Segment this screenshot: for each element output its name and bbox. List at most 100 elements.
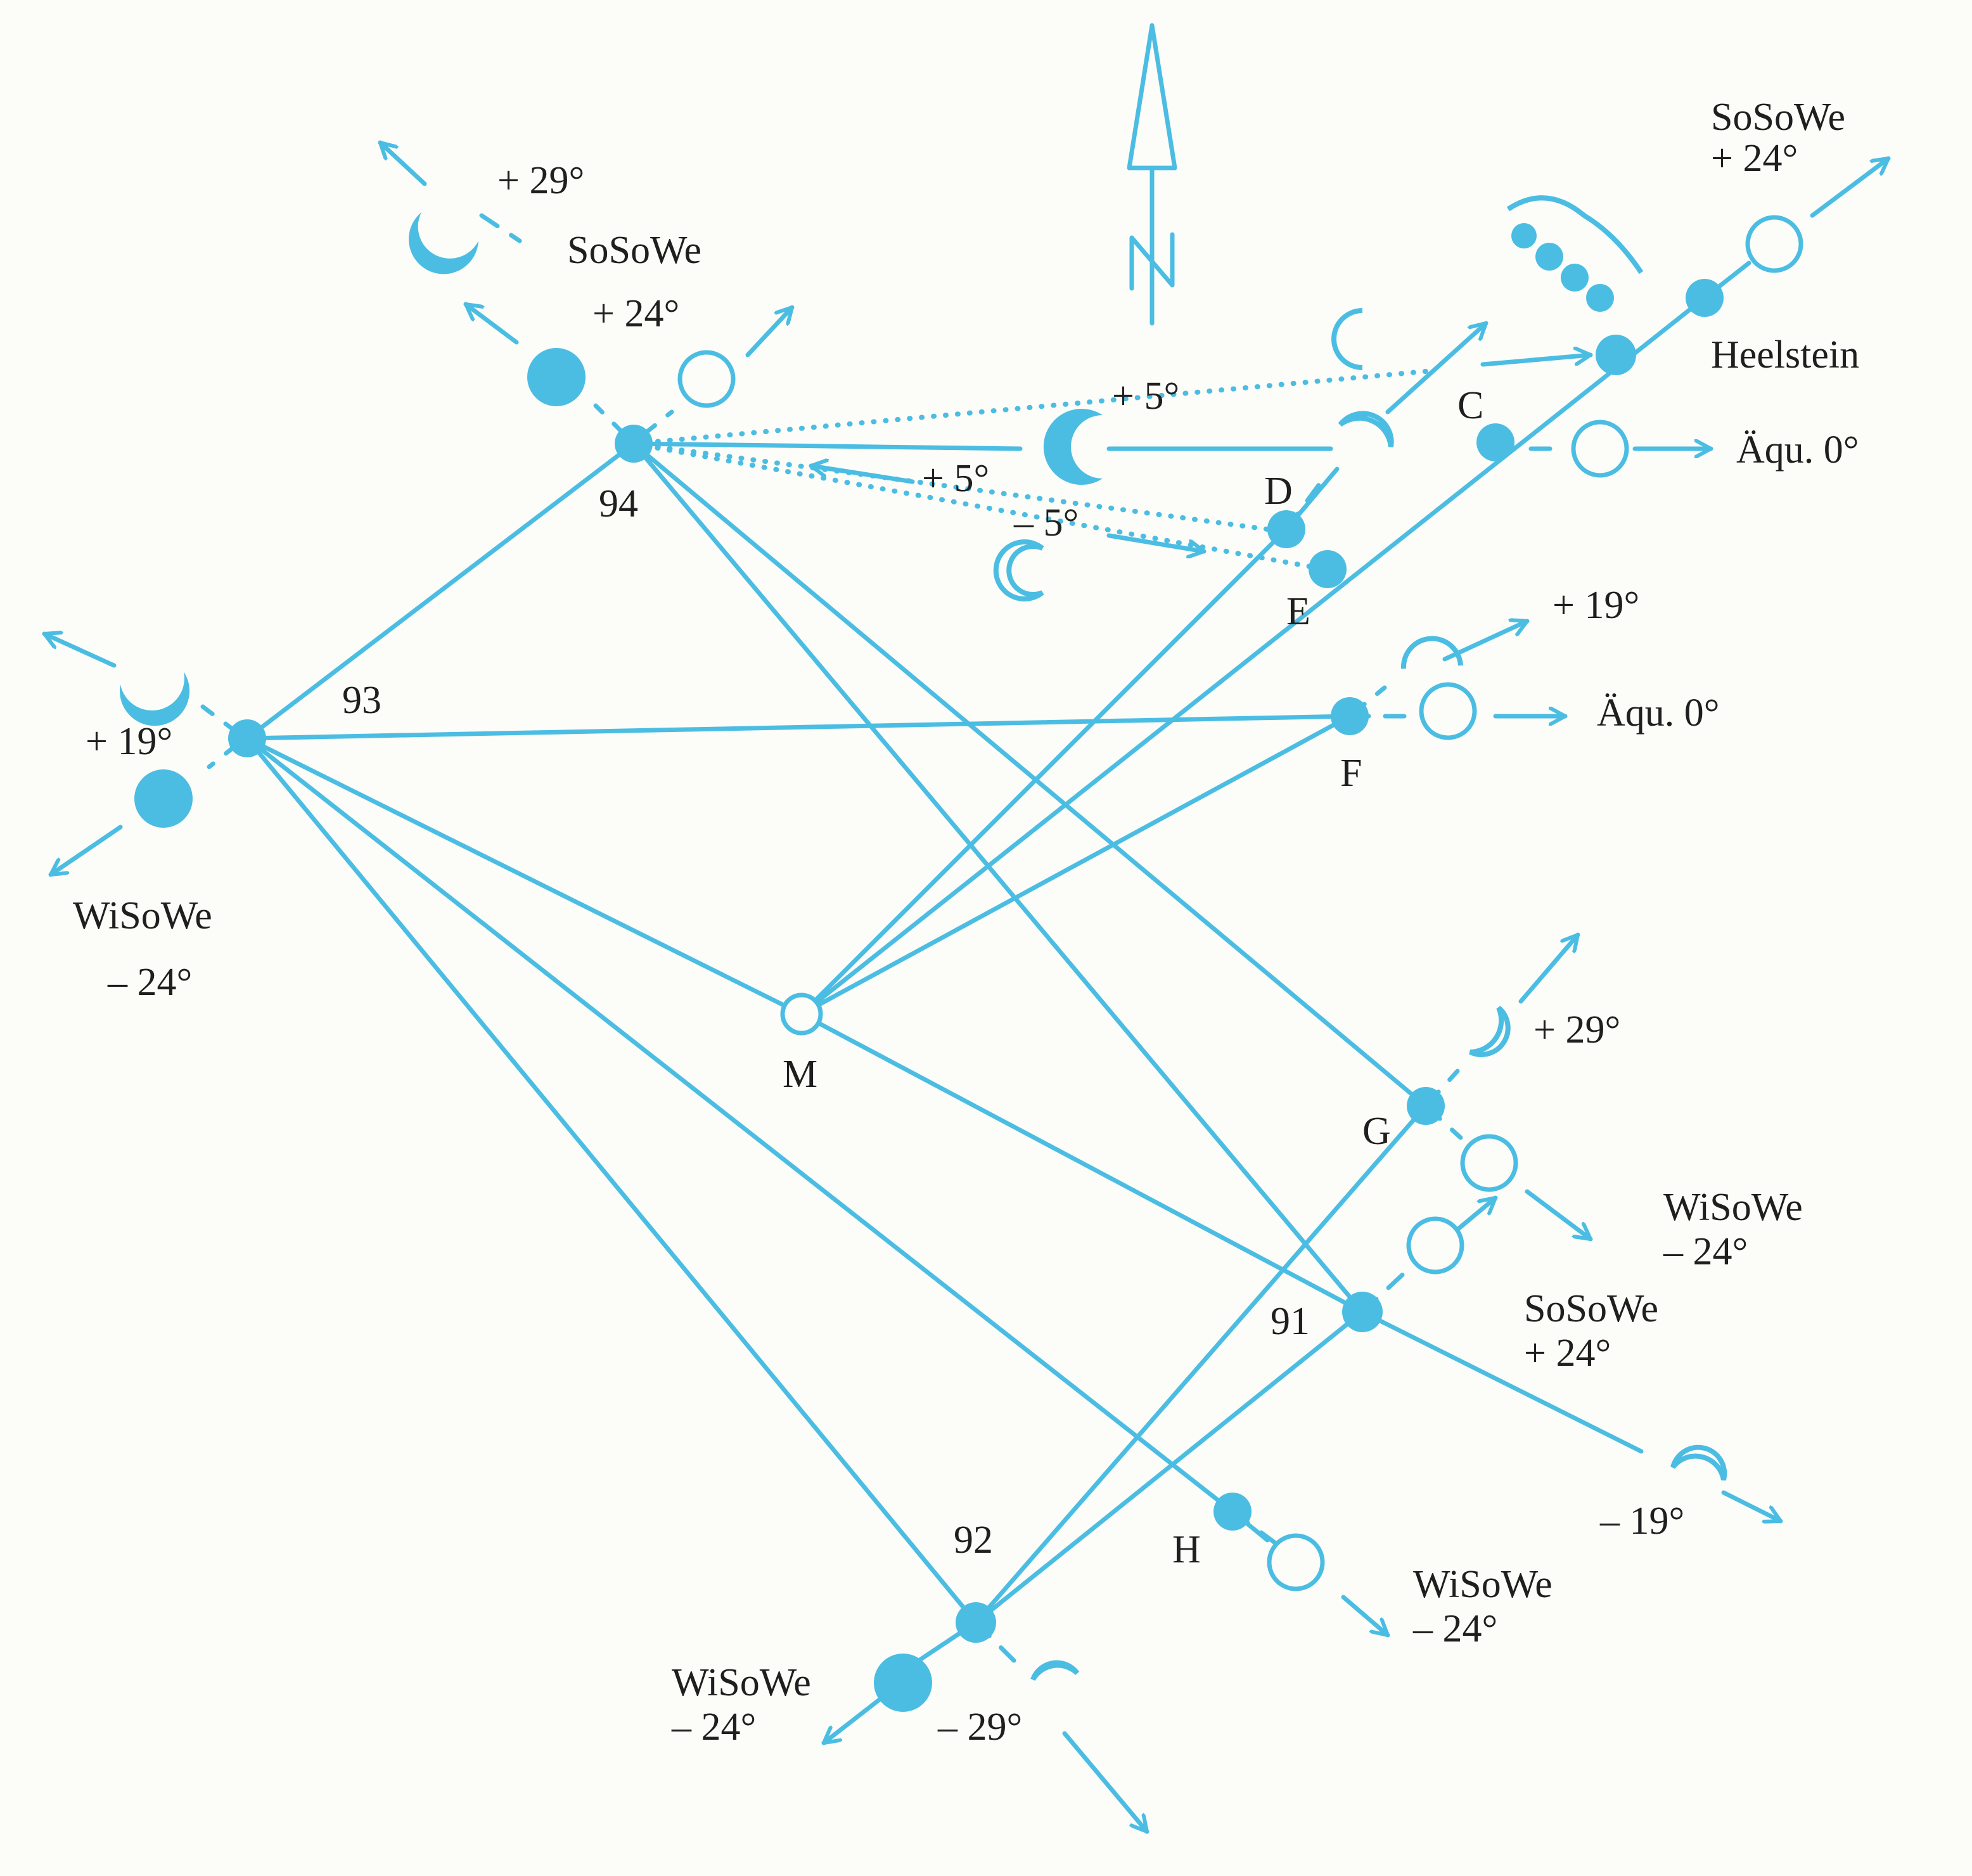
sightline-m-f [799,714,1352,1017]
dotted-94-d [631,441,1270,532]
dotted-upper-deg: + 5° [1112,375,1179,418]
arrow-heelstein-ne [1810,156,1891,218]
sightline-92-91 [973,1309,1365,1625]
arrow-g-moon [1518,932,1580,1004]
arrow-c-marker [1480,355,1593,367]
sightline-m-heelstein [799,295,1707,1017]
labels: 94 93 91 92 M C D E F G H Heelstein SoSo… [73,96,1859,1749]
arrow-91-sun [1455,1195,1498,1232]
station-92-dot [956,1602,996,1643]
wisowe-93-name: WiSoWe [73,894,212,937]
arrow-91-moon [1721,1490,1783,1521]
moon-icon-center [1043,409,1103,485]
sun-circle-g [1460,1134,1518,1192]
arrow-d-ne [1385,321,1489,414]
sosowe-top-right-deg: + 24° [1711,137,1798,180]
station-m-circle [780,993,823,1036]
dotted-lower-deg: – 5° [1013,501,1079,544]
moon-g-deg: + 29° [1533,1008,1620,1051]
sosowe-91-deg: + 24° [1524,1332,1611,1375]
moon-92-deg: – 29° [937,1706,1022,1749]
filled-markers [134,223,1724,1712]
wisowe-93-deg: – 24° [107,961,192,1004]
moon-94-deg: + 29° [497,159,584,202]
arrow-g-sun [1525,1189,1593,1242]
wisowe-g-deg: – 24° [1663,1230,1748,1273]
sightline-91-ext [1360,1309,1644,1454]
station-91-dot [1342,1292,1383,1332]
sun-circle-94 [677,350,736,408]
sosowe-91-name: SoSoWe [1524,1287,1658,1330]
station-92-label: 92 [954,1519,993,1562]
wisowe-h-deg: – 24° [1412,1607,1497,1650]
sosowe-94-name: SoSoWe [567,229,701,272]
sun-circle-equinox-upper [1571,420,1629,478]
marker-e-label: E [1286,590,1310,633]
station-91-label: 91 [1271,1300,1310,1343]
wisowe-g-name: WiSoWe [1663,1186,1803,1229]
wisowe-92-deg: – 24° [671,1706,756,1749]
sightline-m-91 [799,1012,1365,1314]
moon-icon-92 [1030,1660,1080,1681]
marker-h-label: H [1172,1528,1201,1571]
marker-g-dot [1407,1087,1445,1125]
moon-icon-f [1400,636,1463,669]
moon-91-deg: – 19° [1599,1500,1684,1543]
stone-row-dot [1535,243,1563,271]
marker-d-label: D [1264,470,1293,513]
moon-icon-93 [120,672,190,726]
marker-heelstein-dot [1686,279,1724,317]
moon-icon-d [1338,411,1394,447]
station-m-label: M [783,1053,817,1096]
sun-circle-heelstein [1745,215,1803,273]
dash-94-upper [479,213,522,243]
marker-h-dot [1213,1493,1252,1531]
equinox-lower-label: Äqu. 0° [1597,691,1720,735]
stone-row-dot [1586,284,1614,312]
marker-f-dot [1331,697,1369,735]
marker-c-label: C [1457,384,1483,427]
moon-icon-dotted-upper [1331,308,1363,370]
open-markers [677,215,1803,1591]
sun-disc-94 [527,348,586,406]
sosowe-top-right-name: SoSoWe [1711,96,1845,139]
sightline-93-f [245,714,1352,741]
dotted-94-e [631,441,1327,572]
station-93-dot [228,719,266,757]
direction-arrows [42,140,1891,1834]
station-93-label: 93 [342,679,381,722]
stone-row-dot [1561,264,1589,292]
station-94-label: 94 [599,482,638,525]
sightline-93-94 [245,441,636,741]
stone-row-dot [1511,223,1537,248]
arrow-94-nw-lower [463,302,519,345]
equinox-upper-label: Äqu. 0° [1736,428,1859,472]
north-arrow-icon [1127,23,1177,326]
wisowe-h-name: WiSoWe [1413,1563,1553,1606]
marker-heelstein-label: Heelstein [1711,333,1859,376]
sightline-92-g [973,1103,1428,1625]
arrow-94-ne [745,305,795,357]
dotted-middle-deg: + 5° [922,457,989,500]
dotted-lines [631,368,1435,572]
arrow-93-nw [42,634,117,668]
arrow-dotted-right [1106,533,1207,551]
marker-c-dot [1476,423,1514,461]
sun-circle-h [1267,1533,1325,1591]
wisowe-92-name: WiSoWe [672,1661,811,1704]
sightline-m-d [799,527,1289,1017]
sightline-94-moon [631,441,1023,451]
station-94-dot [615,425,653,463]
marker-d-dot [1267,510,1305,548]
marker-e-dot [1309,550,1347,588]
moon-f-deg: + 19° [1553,584,1639,627]
stone-row-curve [1506,195,1644,274]
dashed-extensions [200,213,1568,1663]
moon-icon-g [1469,1005,1511,1057]
moon-icon-94 [409,212,478,274]
arrow-dotted-left [809,466,915,484]
arrow-94-nw-upper [378,140,427,186]
moon-93-deg: + 19° [86,720,172,763]
moon-icon-91 [1670,1444,1727,1481]
